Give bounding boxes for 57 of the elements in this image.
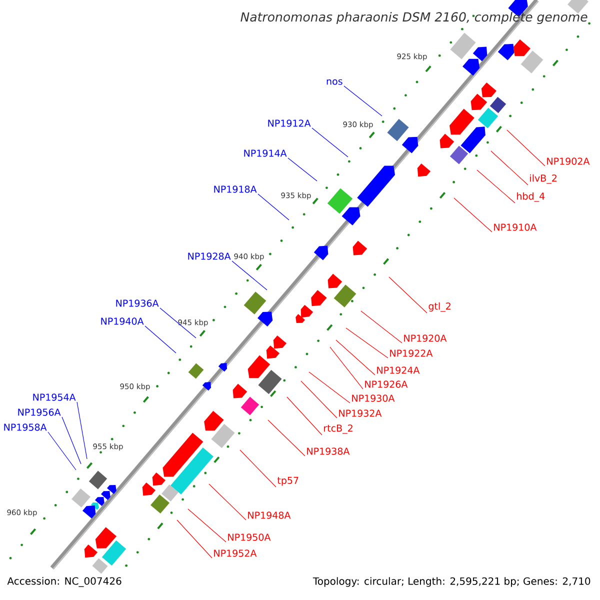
leader-line xyxy=(346,328,388,358)
gene-label: NP1950A xyxy=(228,534,271,541)
leader-line xyxy=(454,198,492,232)
leader-line xyxy=(288,158,318,182)
leader-line xyxy=(258,194,290,220)
gene-label: NP1910A xyxy=(494,224,537,231)
leader-line xyxy=(388,276,428,314)
gene-label: NP1922A xyxy=(390,350,433,357)
gene-label: NP1918A xyxy=(214,186,257,193)
leader-line xyxy=(160,308,196,338)
gene-label: tp57 xyxy=(277,476,298,486)
leader-line xyxy=(360,310,402,344)
leader-line xyxy=(312,128,348,158)
leader-line xyxy=(48,432,76,470)
gene-label: NP1914A xyxy=(244,150,287,157)
leader-line xyxy=(336,340,376,376)
gene-label: NP1928A xyxy=(188,252,231,260)
gene-label: NP1924A xyxy=(377,366,420,374)
footer-text: Topology: circular; Length: 2,595,221 bp; Genes: 2,710 xyxy=(312,577,590,587)
gene-label: NP1958A xyxy=(4,424,47,431)
gene-label: NP1952A xyxy=(214,550,257,557)
title: Natronomonas pharaonis DSM 2160, complete genome xyxy=(240,12,588,24)
gene-label: NP1912A xyxy=(268,120,311,127)
gene-label: hbd_4 xyxy=(517,192,545,202)
gene-label: NP1956A xyxy=(18,408,61,416)
gene-label: rtcB_2 xyxy=(324,424,352,434)
gene-label: NP1938A xyxy=(307,448,350,455)
leader-line xyxy=(76,402,88,460)
gene-label: NP1954A xyxy=(33,394,76,401)
gene-label: NP1932A xyxy=(339,410,382,417)
gene-label: gtl_2 xyxy=(428,302,450,312)
leader-line xyxy=(506,130,546,166)
leader-line xyxy=(232,260,268,290)
gene-label: NP1902A xyxy=(547,158,590,165)
footer-text: Accession: NC_007426 xyxy=(7,577,122,587)
leader-line xyxy=(268,420,306,456)
leader-line xyxy=(330,346,364,390)
leader-line xyxy=(176,520,212,558)
leader-line xyxy=(240,450,276,488)
gene-label: NP1930A xyxy=(352,394,395,402)
leader-line xyxy=(144,326,176,354)
leader-line xyxy=(308,372,350,404)
leader-line xyxy=(286,396,322,436)
gene-label: nos xyxy=(326,79,342,85)
leader-line xyxy=(188,508,226,542)
gene-label: ilvB_2 xyxy=(530,174,556,184)
gene-label: NP1948A xyxy=(248,512,291,519)
leader-line xyxy=(208,484,246,520)
leader-line xyxy=(300,380,338,418)
leader-line xyxy=(344,86,382,116)
gene-label: NP1926A xyxy=(365,380,408,388)
leader-line xyxy=(476,170,516,204)
gene-label: NP1940A xyxy=(101,318,144,325)
leader-line xyxy=(490,150,528,186)
gene-label: NP1920A xyxy=(404,334,447,342)
leader-line xyxy=(62,416,82,464)
gene-label: NP1936A xyxy=(116,300,159,307)
